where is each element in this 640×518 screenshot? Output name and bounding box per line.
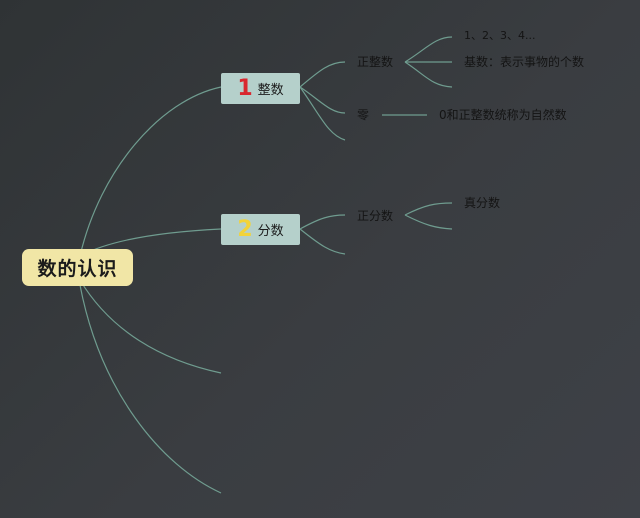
connector-positive-frac-empty <box>404 214 453 230</box>
connector-root-empty2 <box>79 284 222 494</box>
branch-label-fractions: 分数 <box>257 224 284 239</box>
node-positive-fractions[interactable]: 正分数 <box>357 209 394 223</box>
branch-label-integers: 整数 <box>257 83 284 98</box>
connector-root-branch1 <box>79 86 222 257</box>
root-node[interactable]: 数的认识 <box>22 249 133 286</box>
node-zero[interactable]: 零 <box>357 108 370 122</box>
node-cardinal-number[interactable]: 基数：表示事物的个数 <box>464 55 585 69</box>
connector-lines <box>79 36 453 494</box>
connector-b1-positive-int <box>299 61 346 88</box>
node-integer-examples[interactable]: 1、2、3、4... <box>464 29 536 42</box>
connector-b1-empty <box>299 86 346 141</box>
branch-node-integers[interactable]: 1 整数 <box>221 73 300 104</box>
number-one-badge: 1 <box>237 75 253 101</box>
connector-positive-int-empty <box>404 61 453 88</box>
connector-positive-frac-proper <box>404 202 453 216</box>
connector-b1-zero <box>299 86 346 114</box>
node-natural-numbers[interactable]: 0和正整数统称为自然数 <box>439 108 567 122</box>
number-two-badge: 2 <box>237 216 253 242</box>
node-proper-fraction[interactable]: 真分数 <box>464 196 501 210</box>
connector-positive-int-examples <box>404 36 453 63</box>
branch-node-fractions[interactable]: 2 分数 <box>221 214 300 245</box>
node-positive-integers[interactable]: 正整数 <box>357 55 394 69</box>
connector-b2-empty <box>299 228 346 255</box>
connector-root-empty1 <box>79 279 222 374</box>
connector-b2-positive-frac <box>299 214 346 230</box>
root-label: 数的认识 <box>37 258 118 280</box>
